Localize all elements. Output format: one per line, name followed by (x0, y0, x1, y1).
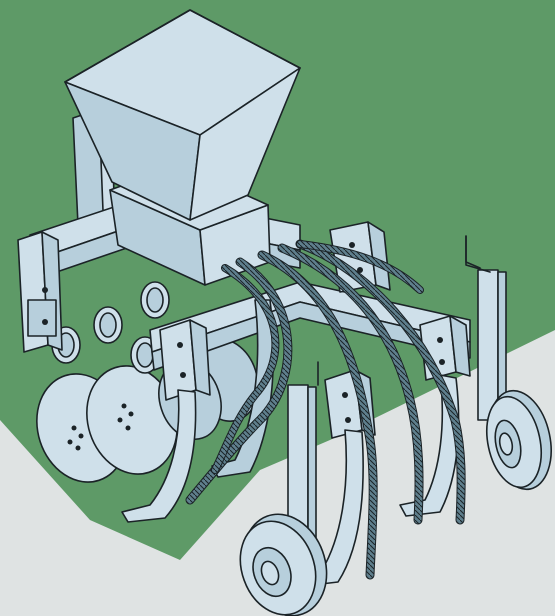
disc-coulter-icon (36, 338, 259, 483)
seed-tube-hose-icon (185, 239, 466, 580)
gauge-wheel-posts (287, 235, 507, 556)
hitch-lever (465, 235, 481, 269)
planter-machine (17, 9, 552, 616)
seed-hopper-icon (64, 9, 301, 286)
ground-plane (0, 330, 555, 616)
gauge-wheel-icon (239, 389, 552, 616)
